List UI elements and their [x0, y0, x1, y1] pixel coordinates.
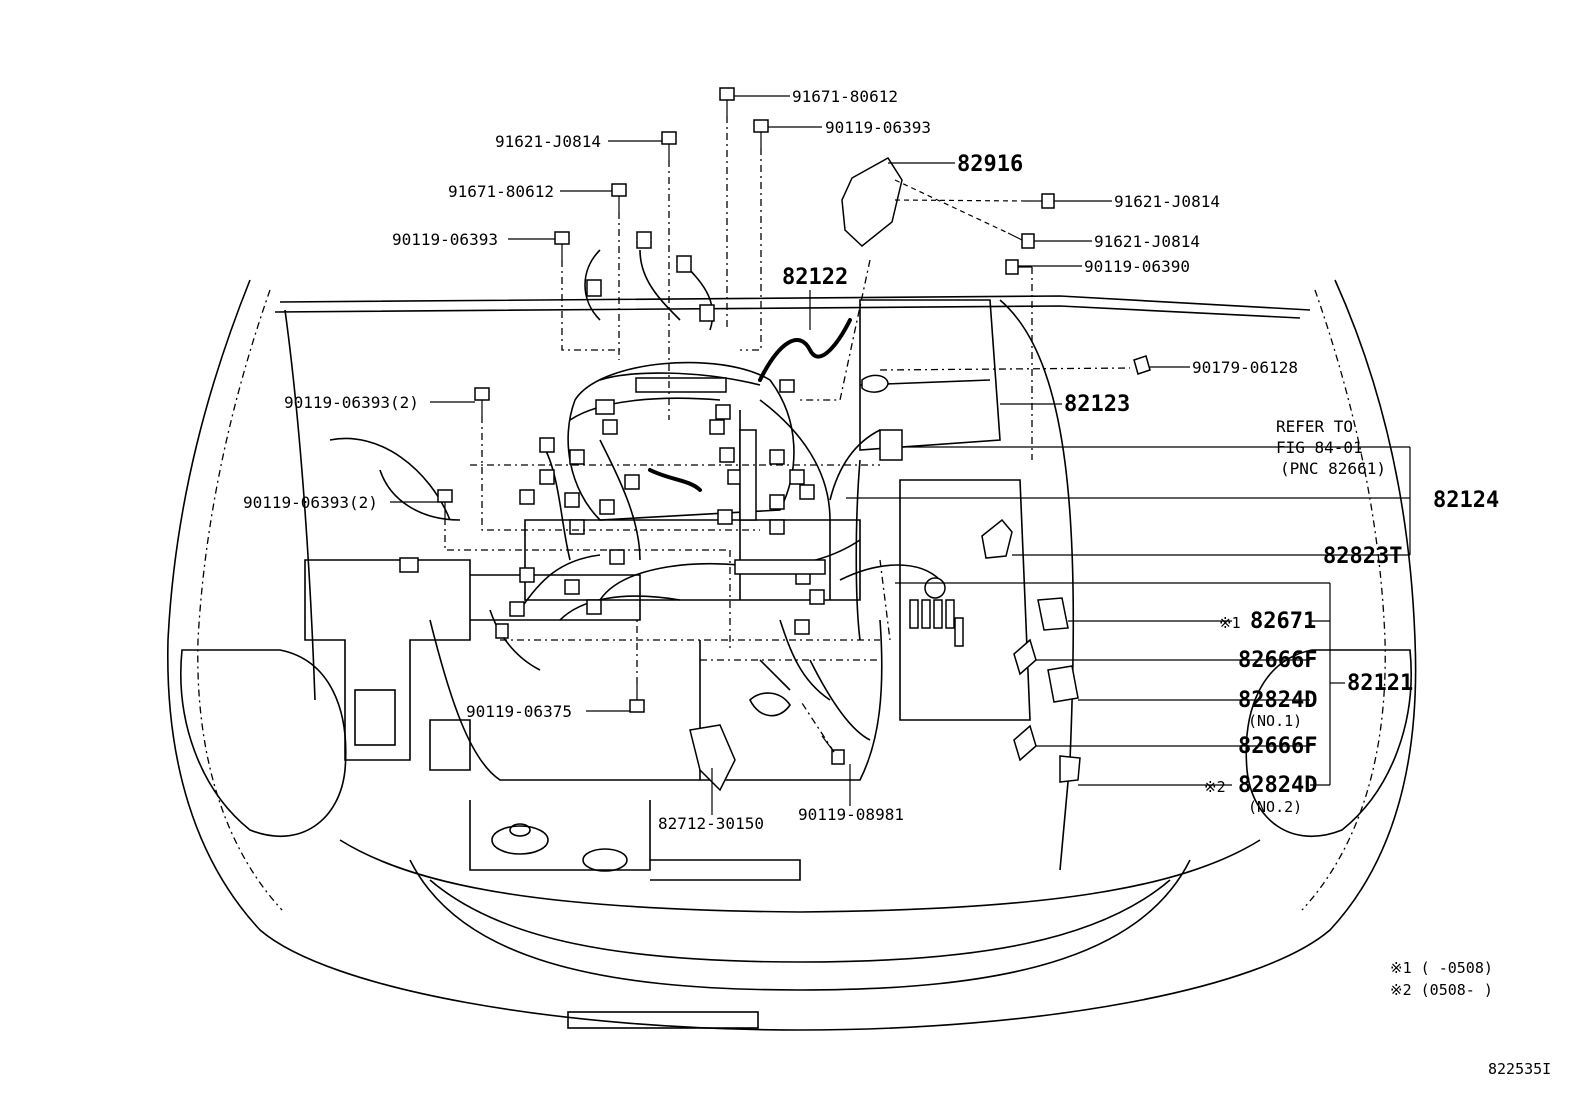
bolt-icons [437, 87, 1055, 765]
bolt-90119-06390 [1005, 259, 1032, 275]
callout-82824D-no2: 82824D [1238, 773, 1317, 798]
bolt-91621-right-b [1007, 232, 1035, 249]
callout-82823T: 82823T [1323, 544, 1402, 569]
installation-lines [444, 116, 1131, 753]
refer-note: REFER TO FIG 84-01 (PNC 82661) [1276, 417, 1386, 478]
bolt-90119-06393-2b [437, 489, 453, 518]
refer-line-2: FIG 84-01 [1276, 438, 1363, 457]
bolt-90119-06393-2a [474, 387, 490, 416]
callout-labels: 91671-80612 90119-06393 91621-J0814 9167… [243, 87, 1499, 833]
callout-82124: 82124 [1433, 488, 1499, 513]
callout-82916: 82916 [957, 152, 1023, 177]
bolt-90119-06393-top [753, 119, 769, 148]
callout-90119-06375: 90119-06375 [466, 702, 572, 721]
bolt-90119-06375 [629, 684, 645, 713]
figure-id: 822535I [1488, 1060, 1551, 1078]
callout-90119-06393-top: 90119-06393 [825, 118, 931, 137]
vehicle-body-outline [167, 279, 1417, 1031]
callout-82666F-a: 82666F [1238, 648, 1317, 673]
callout-90119-06393-2-a: 90119-06393(2) [284, 393, 419, 412]
callout-90119-06393-2-b: 90119-06393(2) [243, 493, 378, 512]
callout-91621-J0814-left: 91621-J0814 [495, 132, 601, 151]
mark-1: ※1 [1219, 614, 1241, 632]
callout-91671-80612-left: 91671-80612 [448, 182, 554, 201]
callout-91621-J0814-right-a: 91621-J0814 [1114, 192, 1220, 211]
bolt-91671-left [611, 183, 627, 212]
callout-82666F-b: 82666F [1238, 734, 1317, 759]
callout-82712-30150: 82712-30150 [658, 814, 764, 833]
callout-91621-J0814-right-b: 91621-J0814 [1094, 232, 1200, 251]
callout-90179-06128: 90179-06128 [1192, 358, 1298, 377]
leader-lines [390, 95, 1411, 815]
footnote-1: ※1 ( -0508) [1390, 959, 1493, 977]
callout-82123: 82123 [1064, 392, 1130, 417]
footnote-2: ※2 (0508- ) [1390, 981, 1493, 999]
callout-82121: 82121 [1347, 671, 1413, 696]
bolt-91621-right-a [1026, 193, 1055, 209]
wire-harness-main [489, 249, 941, 741]
connector-blocks [399, 231, 964, 647]
relay-parts [689, 157, 1151, 792]
callout-82122: 82122 [782, 265, 848, 290]
bolt-90119-08981 [821, 735, 845, 765]
callout-91671-80612-top: 91671-80612 [792, 87, 898, 106]
bolt-90119-06393-left [554, 231, 570, 260]
callout-90119-06393-left: 90119-06393 [392, 230, 498, 249]
mark-2: ※2 [1204, 778, 1226, 796]
callout-90119-08981: 90119-08981 [798, 805, 904, 824]
bolt-91671-top [719, 87, 735, 116]
footnotes: ※1 ( -0508) ※2 (0508- ) 822535I [1390, 959, 1551, 1078]
callout-82824D-no1: 82824D [1238, 688, 1317, 713]
note-no1: (NO.1) [1248, 712, 1302, 730]
refer-line-3: (PNC 82661) [1280, 459, 1386, 478]
bolt-91621-left [661, 131, 677, 160]
callout-90119-06390: 90119-06390 [1084, 257, 1190, 276]
callout-82671: 82671 [1250, 609, 1316, 634]
refer-line-1: REFER TO [1276, 417, 1353, 436]
note-no2: (NO.2) [1248, 798, 1302, 816]
